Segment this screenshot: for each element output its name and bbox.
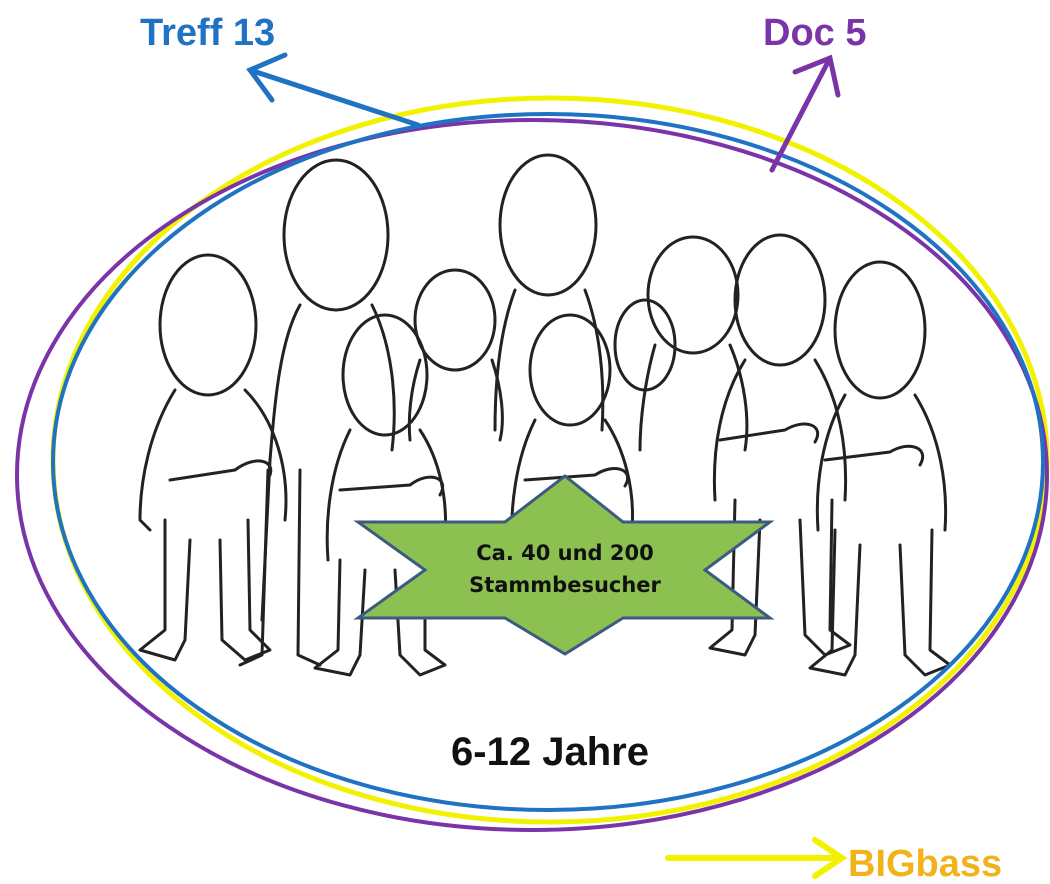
- star-text-line1: Ca. 40 und 200: [476, 541, 654, 565]
- person-figure: [493, 153, 605, 432]
- star-text-line2: Stammbesucher: [469, 573, 661, 597]
- doc-label: Doc 5: [763, 12, 866, 54]
- doc-arrow: [769, 54, 841, 173]
- person-figure: [808, 260, 952, 677]
- person-figure: [510, 313, 634, 552]
- treff-arrow: [246, 52, 421, 128]
- treff-ellipse: [51, 112, 1045, 812]
- age-range-label: 6-12 Jahre: [451, 730, 649, 774]
- treff-label: Treff 13: [140, 12, 275, 54]
- person-figure: [638, 235, 749, 452]
- bigbass-ellipse: [50, 95, 1050, 825]
- doc-ellipse: [15, 118, 1049, 832]
- person-figure: [407, 268, 504, 442]
- star-badge: [353, 474, 775, 656]
- person-figure: [613, 298, 677, 392]
- bigbass-arrow: [665, 837, 848, 879]
- person-figure: [313, 313, 448, 677]
- person-figure: [138, 253, 288, 662]
- bigbass-label: BIGbass: [848, 843, 1002, 884]
